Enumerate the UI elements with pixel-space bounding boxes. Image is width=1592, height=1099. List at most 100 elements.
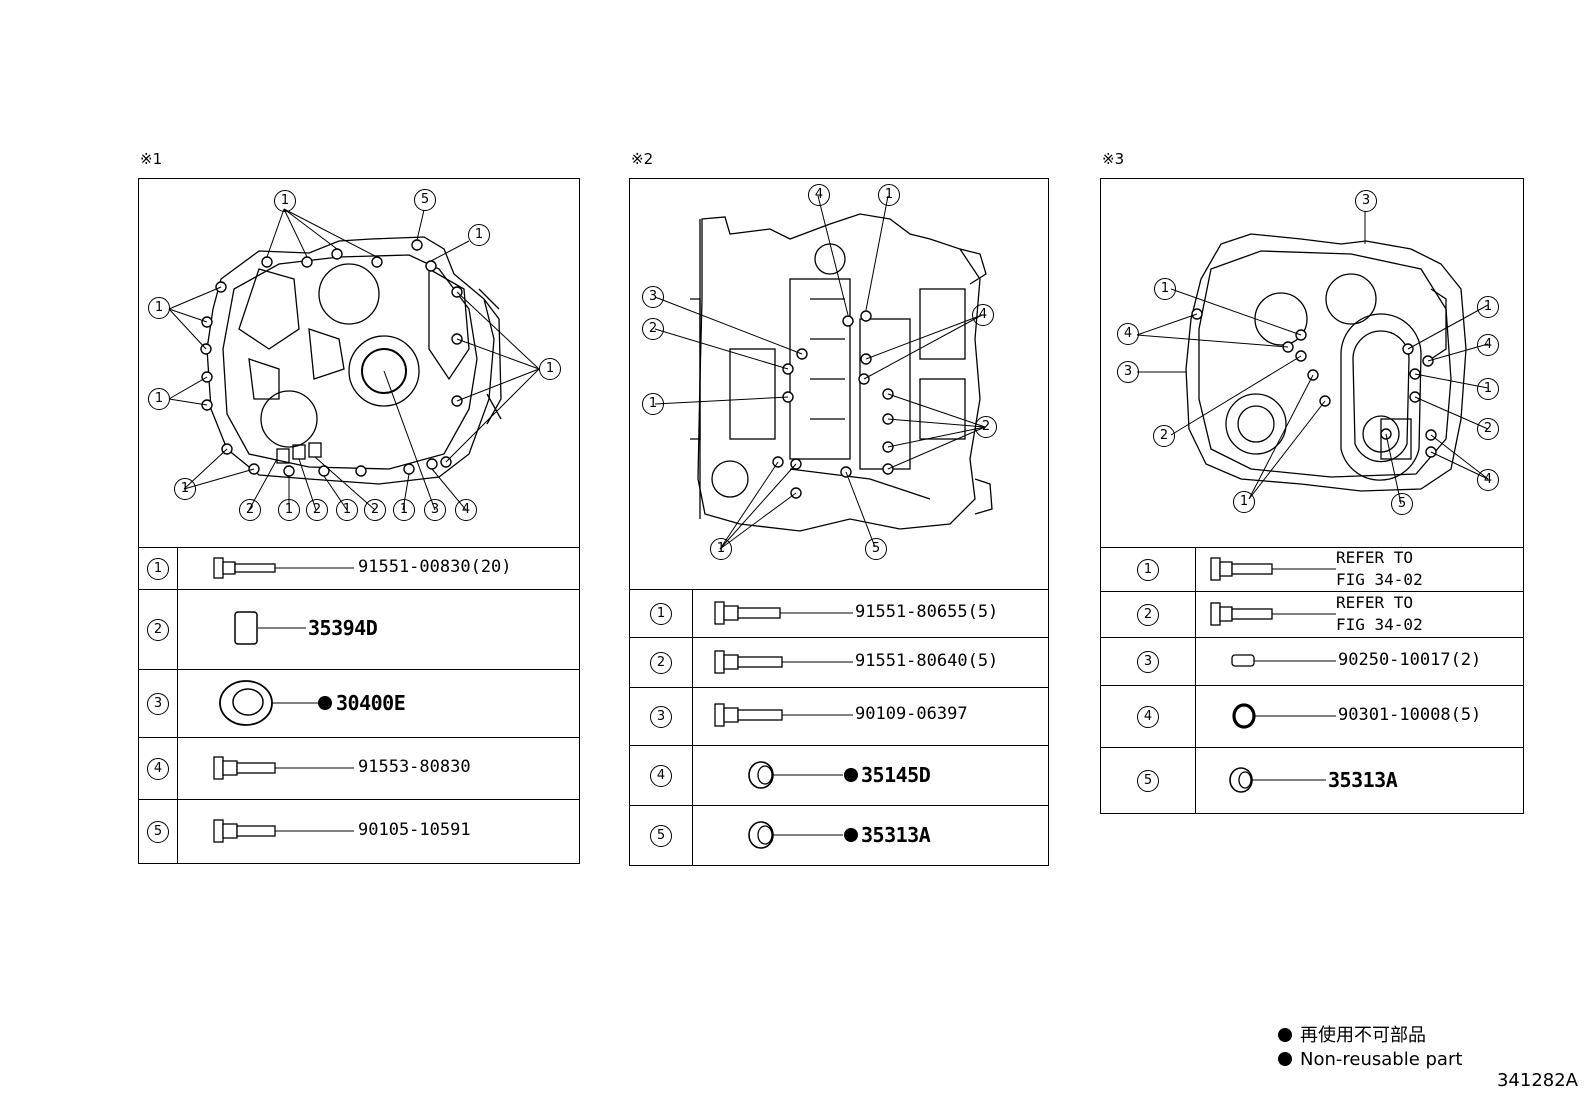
callout: 4 — [1477, 334, 1499, 356]
callout: 1 — [642, 393, 664, 415]
callout: 1 — [336, 499, 358, 521]
transaxle-side-drawing — [654, 195, 993, 550]
item-number: 5 — [650, 825, 672, 847]
callout: 3 — [642, 286, 664, 308]
part-number: 35313A — [1328, 768, 1398, 792]
callout: 1 — [148, 388, 170, 410]
panel-label: ※3 — [1102, 150, 1125, 168]
flange-bolt-icon — [1210, 557, 1336, 581]
callout: 2 — [239, 499, 261, 521]
non-reusable-dot-icon — [1278, 1052, 1292, 1066]
oil-seal-icon — [219, 680, 332, 726]
item-number: 2 — [1137, 604, 1159, 626]
plug-icon — [234, 611, 306, 645]
table-row: 1 REFER TO FIG 34-02 — [1100, 547, 1524, 592]
parts-table: 1 91551-80655(5) 2 91551-80640(5) 3 9010… — [629, 589, 1049, 866]
figure-number: 341282A — [1496, 1070, 1578, 1091]
part-number: 91551-80640(5) — [855, 651, 999, 671]
part-number: 35394D — [308, 616, 378, 640]
item-number: 1 — [1137, 559, 1159, 581]
bushing-icon — [1229, 767, 1326, 793]
non-reusable-dot-icon — [1278, 1028, 1292, 1042]
flange-bolt-icon — [714, 703, 853, 727]
table-row: 2 35394D — [138, 589, 580, 670]
refer-to-label: REFER TO — [1336, 548, 1414, 567]
panel-1: ※1 — [138, 150, 580, 868]
panel-3: ※3 — [1100, 150, 1524, 818]
transaxle-housing-drawing — [168, 208, 540, 511]
part-number: 35145D — [861, 763, 931, 787]
legend: 再使用不可部品 Non-reusable part — [1278, 1024, 1462, 1072]
callout: 1 — [1477, 378, 1499, 400]
legend-text-english: Non-reusable part — [1300, 1049, 1463, 1070]
item-number: 4 — [1137, 706, 1159, 728]
table-row: 3 30400E — [138, 669, 580, 738]
item-number: 3 — [650, 706, 672, 728]
callout: 2 — [975, 416, 997, 438]
callout: 1 — [1233, 491, 1255, 513]
callout: 1 — [1477, 296, 1499, 318]
table-row: 3 90109-06397 — [629, 687, 1049, 746]
callout: 5 — [865, 538, 887, 560]
part-number: 35313A — [861, 823, 931, 847]
flange-bolt-icon — [714, 601, 853, 625]
item-number: 1 — [650, 603, 672, 625]
callout: 5 — [1391, 493, 1413, 515]
legend-row-english: Non-reusable part — [1278, 1048, 1462, 1072]
callout: 3 — [1117, 361, 1139, 383]
callout: 1 — [468, 224, 490, 246]
part-number: 90109-06397 — [855, 704, 968, 724]
table-row: 1 91551-00830(20) — [138, 547, 580, 590]
callout: 2 — [642, 318, 664, 340]
item-number: 4 — [147, 758, 169, 780]
callout: 4 — [972, 304, 994, 326]
pin-icon — [1231, 654, 1336, 667]
callout: 1 — [393, 499, 415, 521]
panel-label: ※1 — [140, 150, 163, 168]
callout: 2 — [1153, 425, 1175, 447]
figure-reference: FIG 34-02 — [1336, 615, 1423, 634]
table-row: 3 90250-10017(2) — [1100, 637, 1524, 686]
callout: 1 — [539, 358, 561, 380]
table-row: 2 REFER TO FIG 34-02 — [1100, 591, 1524, 638]
table-row: 1 91551-80655(5) — [629, 589, 1049, 638]
figure-reference: FIG 34-02 — [1336, 570, 1423, 589]
table-row: 5 90105-10591 — [138, 799, 580, 864]
part-number: 30400E — [336, 691, 406, 715]
table-row: 4 35145D — [629, 745, 1049, 806]
callout: 4 — [1117, 323, 1139, 345]
flange-bolt-icon — [213, 819, 354, 843]
item-number: 1 — [147, 558, 169, 580]
callout: 5 — [414, 189, 436, 211]
table-row: 2 91551-80640(5) — [629, 637, 1049, 688]
transaxle-rear-drawing — [1136, 211, 1489, 505]
part-number: 90301-10008(5) — [1338, 705, 1482, 725]
legend-row-japanese: 再使用不可部品 — [1278, 1024, 1462, 1048]
callout: 4 — [455, 499, 477, 521]
refer-to-label: REFER TO — [1336, 593, 1414, 612]
exploded-diagram: 1 1 1 1 5 1 1 2 1 2 1 2 1 3 4 — [138, 178, 580, 548]
callout: 3 — [424, 499, 446, 521]
item-number: 5 — [1137, 770, 1159, 792]
item-number: 5 — [147, 821, 169, 843]
callout: 1 — [278, 499, 300, 521]
flange-bolt-icon — [714, 650, 853, 674]
flange-bolt-icon — [213, 557, 354, 579]
item-number: 2 — [147, 619, 169, 641]
callout: 1 — [1154, 278, 1176, 300]
callout: 1 — [710, 538, 732, 560]
callout: 1 — [148, 297, 170, 319]
refer-note: REFER TO FIG 34-02 — [1336, 547, 1423, 591]
part-number: 90250-10017(2) — [1338, 650, 1482, 670]
item-number: 3 — [1137, 651, 1159, 673]
table-row: 5 35313A — [629, 805, 1049, 866]
exploded-diagram: 3 1 4 3 2 1 1 4 1 2 4 5 — [1100, 178, 1524, 548]
parts-table: 1 91551-00830(20) 2 35394D 3 30400E 4 — [138, 547, 580, 864]
o-ring-icon — [1232, 703, 1336, 729]
item-number: 4 — [650, 765, 672, 787]
callout: 1 — [878, 184, 900, 206]
legend-text-japanese: 再使用不可部品 — [1300, 1025, 1426, 1046]
callout: 1 — [274, 190, 296, 212]
callout: 2 — [364, 499, 386, 521]
